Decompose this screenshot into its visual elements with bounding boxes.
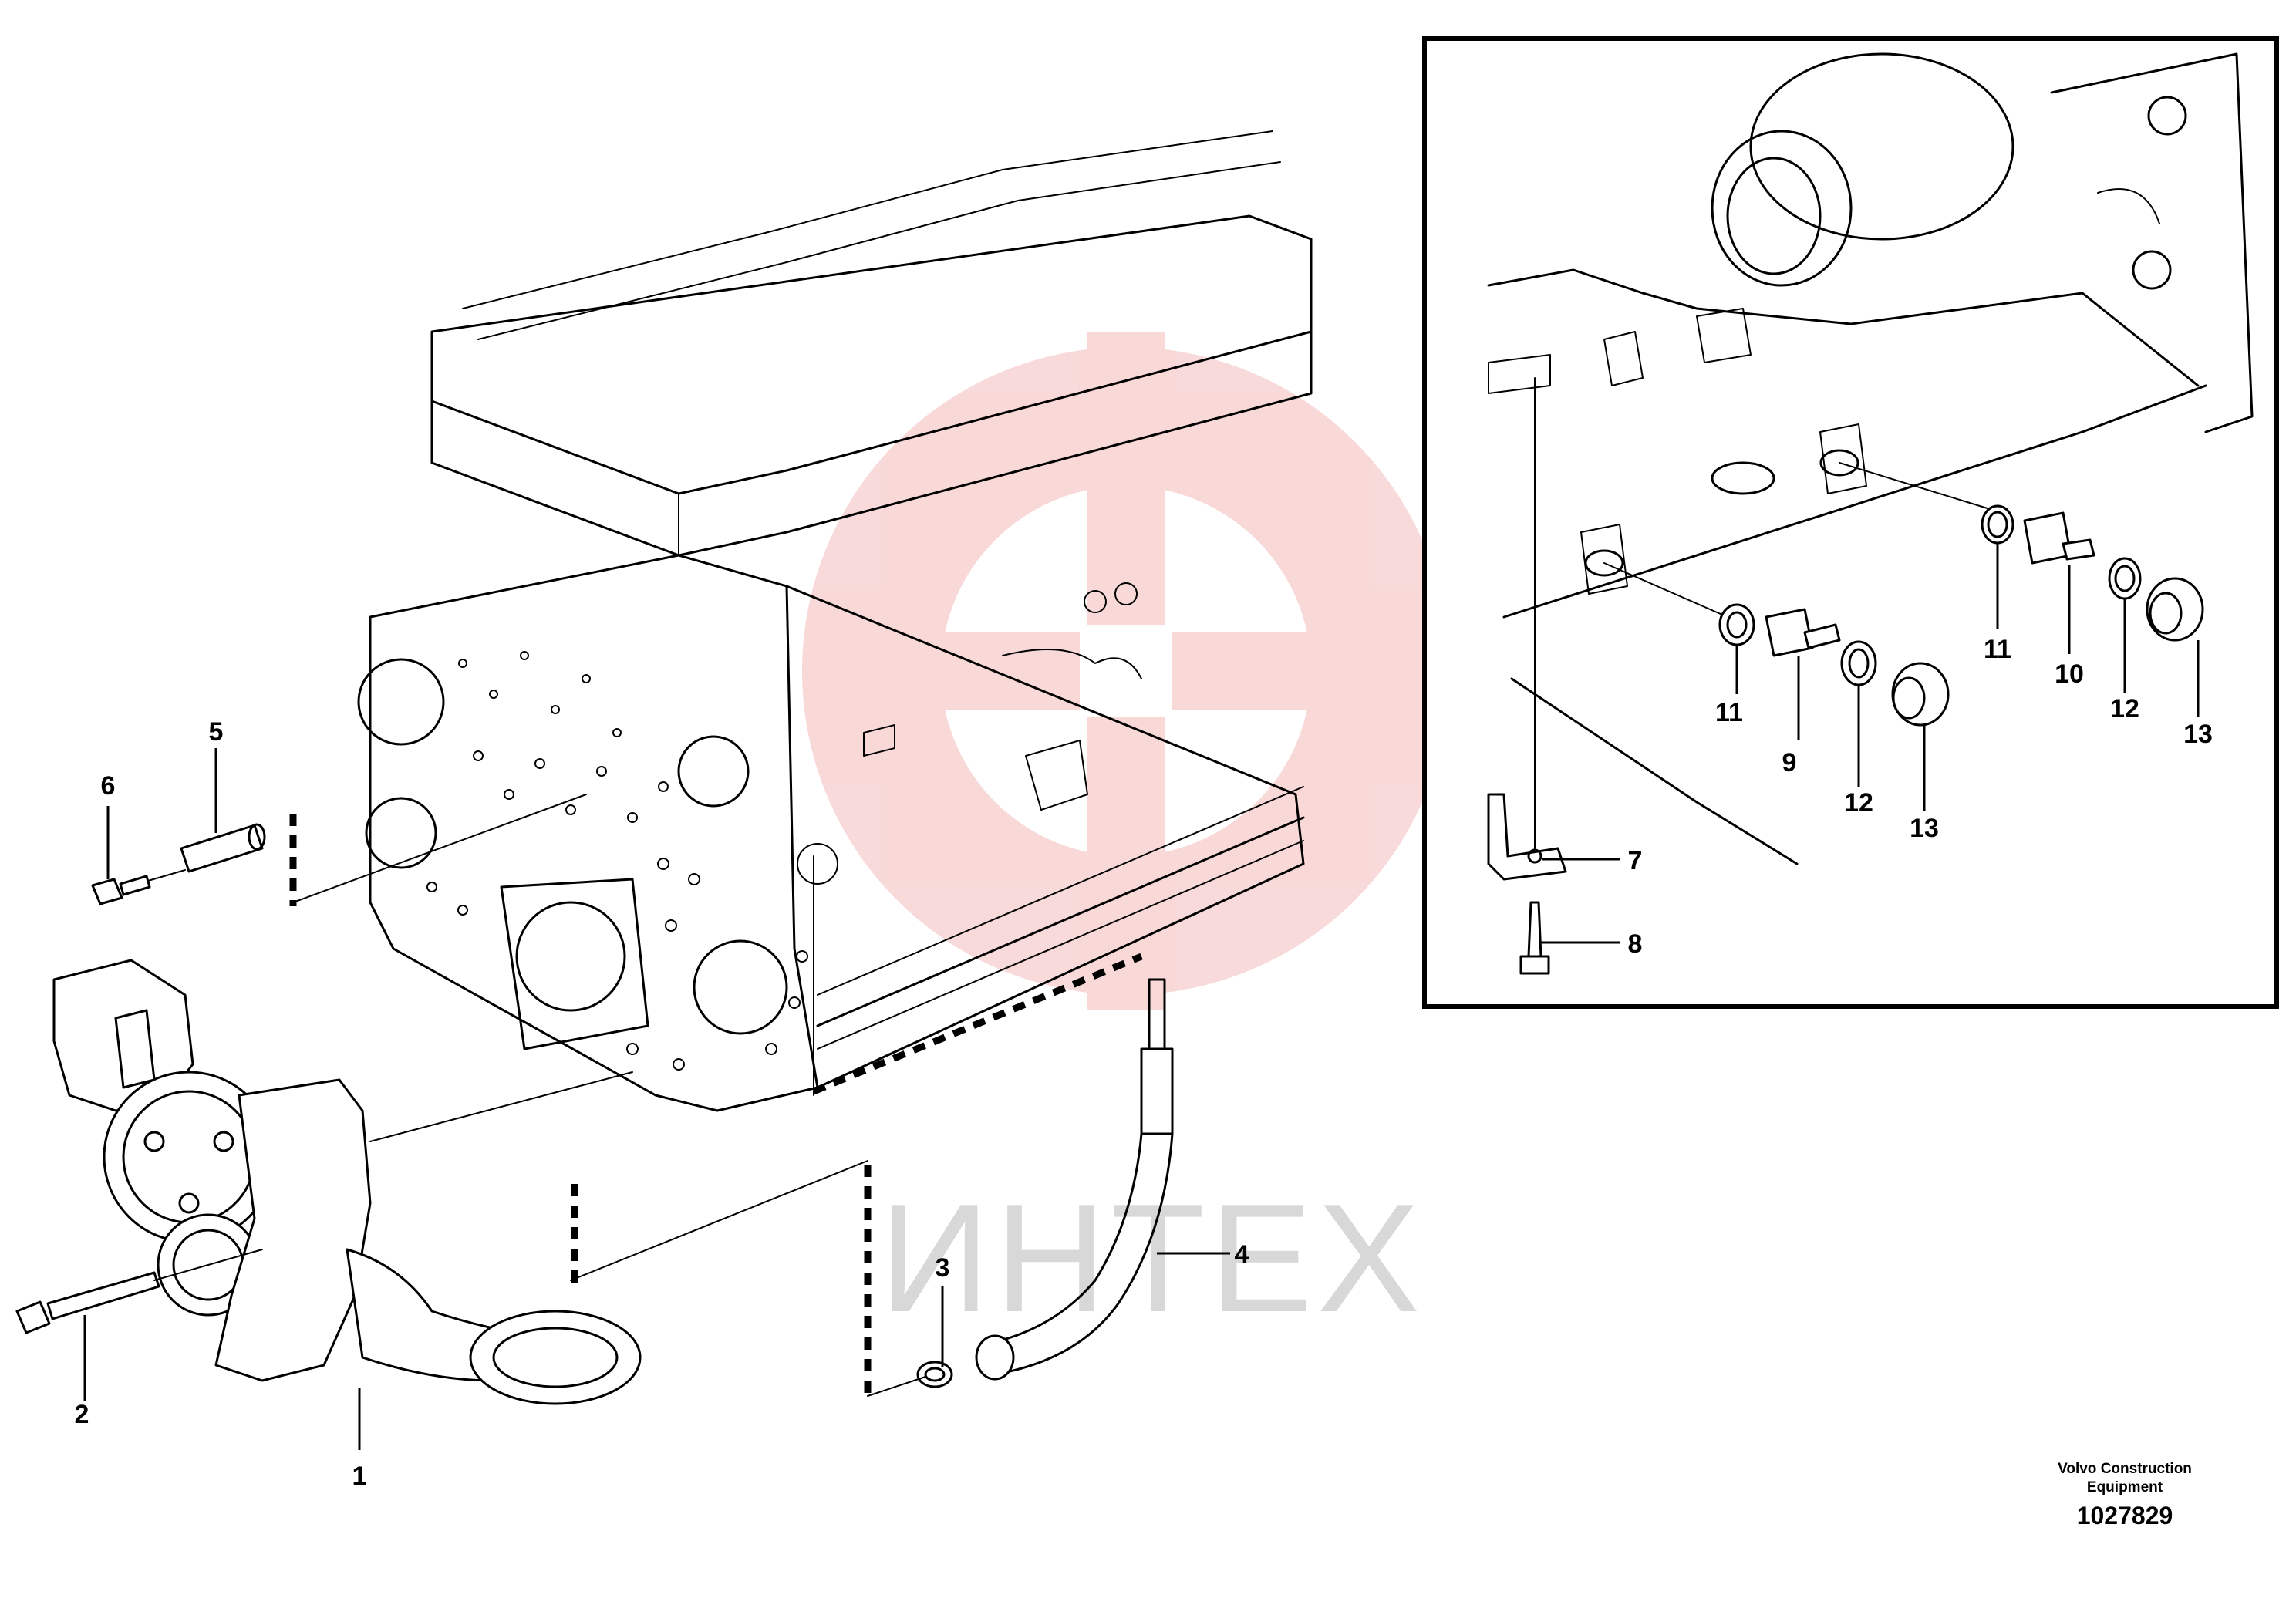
sleeve-part-5 (180, 823, 266, 873)
drawing-number: 1027829 (2076, 1502, 2173, 1529)
callout-13-right: 13 (2183, 720, 2213, 749)
manufacturer-line-2: Equipment (2086, 1479, 2163, 1496)
callout-13-left: 13 (1910, 814, 1939, 843)
callout-9: 9 (1782, 748, 1797, 777)
leader-lines-detail (1540, 543, 2200, 944)
callout-11-right: 11 (1984, 635, 2011, 664)
bolt-part-2 (15, 1249, 263, 1334)
front-plate-holes (426, 651, 808, 1071)
watermark-text: ИНТЕХ (879, 1172, 1424, 1344)
drawing-footer: Volvo Construction Equipment 1027829 (1982, 1460, 2267, 1530)
watermark-logo (802, 332, 1450, 1010)
callout-8: 8 (1628, 929, 1643, 959)
leader-lines-main (83, 748, 1230, 1450)
callout-1: 1 (352, 1462, 367, 1491)
assembly-dash-lines (289, 794, 1143, 1400)
callout-12-right: 12 (2110, 694, 2139, 723)
callout-11-left: 11 (1715, 698, 1743, 727)
manufacturer-line-1: Volvo Construction (2058, 1461, 2192, 1477)
callout-7: 7 (1628, 846, 1643, 875)
oil-pump-drawing (52, 959, 642, 1405)
callout-6: 6 (101, 771, 116, 801)
oil-pipe-part-4 (975, 978, 1174, 1381)
callout-12-left: 12 (1844, 788, 1873, 818)
o-ring-part-3 (916, 1361, 953, 1388)
bolt-part-6 (91, 869, 186, 905)
callout-5: 5 (209, 717, 224, 747)
valve-train (462, 130, 1281, 340)
callout-4: 4 (1235, 1240, 1249, 1270)
callout-2: 2 (75, 1400, 89, 1429)
detail-view-drawing (1422, 36, 2279, 1009)
engine-block-drawing (357, 130, 1313, 1112)
callout-3: 3 (936, 1253, 950, 1283)
callout-10: 10 (2055, 659, 2084, 689)
